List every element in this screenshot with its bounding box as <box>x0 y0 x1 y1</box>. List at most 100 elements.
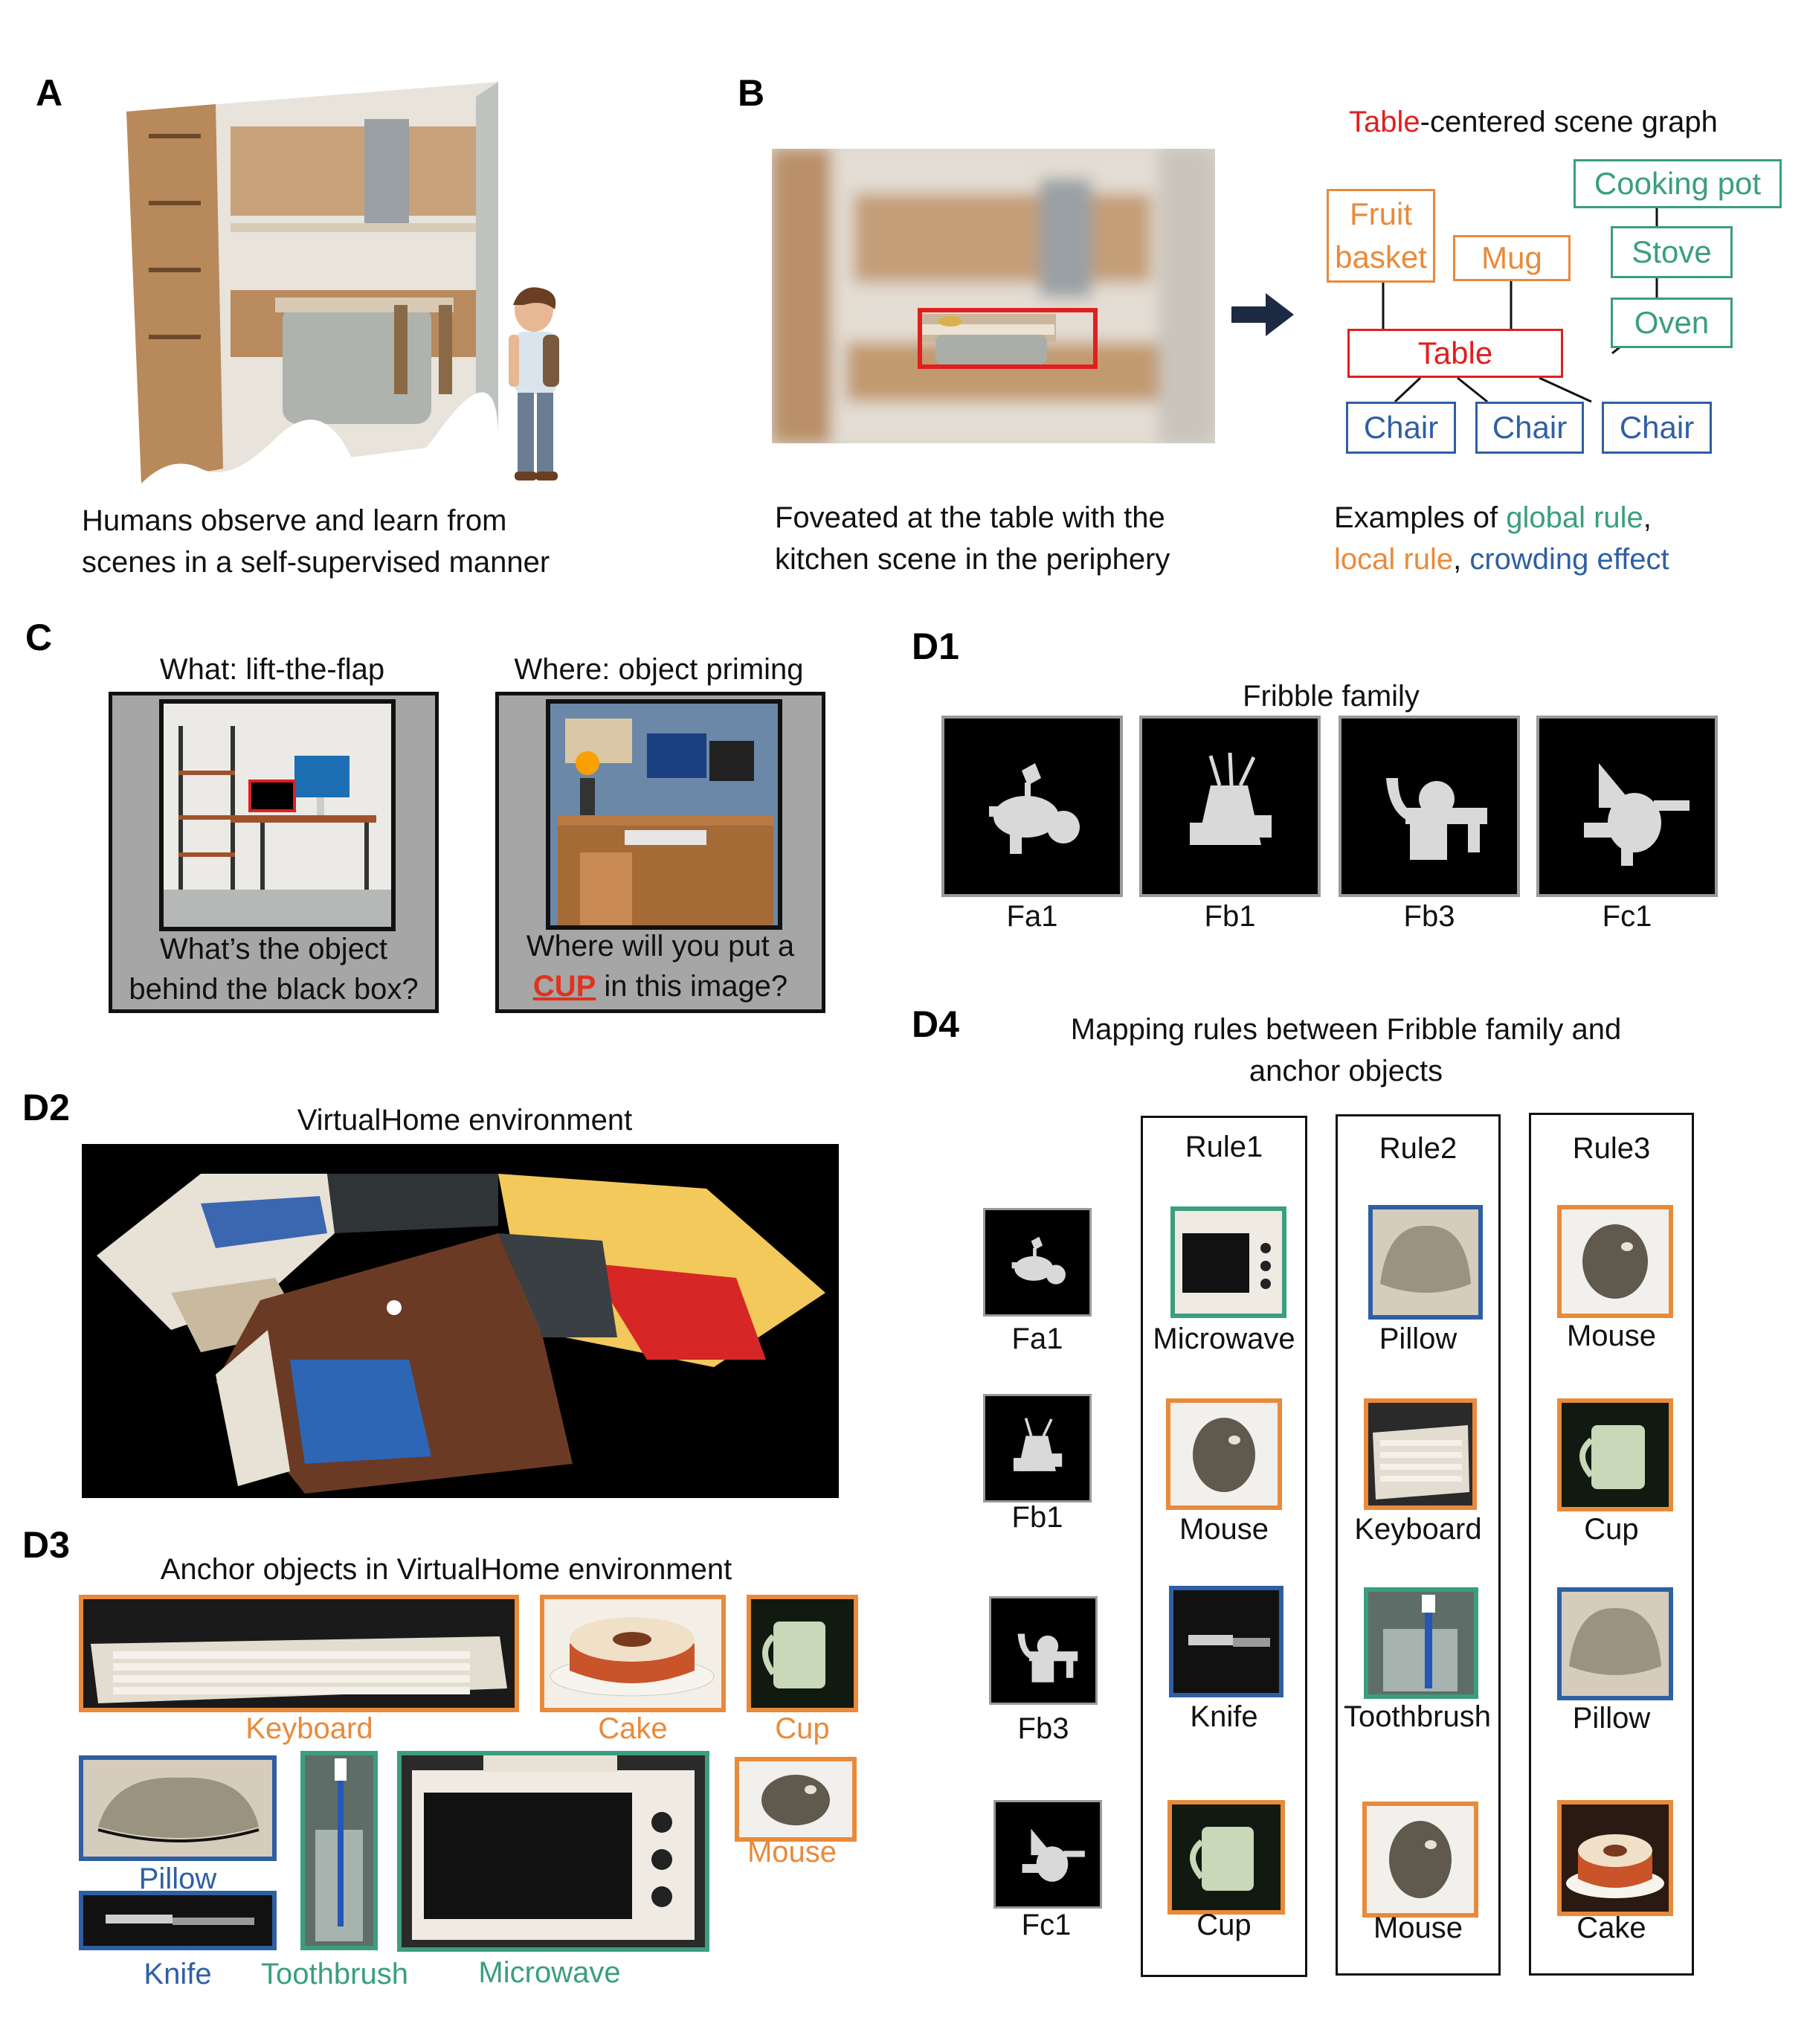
where-question-rest: in this image? <box>596 970 788 1003</box>
d2-title: VirtualHome environment <box>297 1104 633 1137</box>
d4-fribble-fb3 <box>989 1596 1098 1705</box>
fribble-fa1-image <box>941 716 1123 897</box>
kitchen-scene-photo <box>126 82 498 483</box>
what-task-title: What: lift-the-flap <box>159 653 385 686</box>
foveation-highlight-box <box>918 308 1098 369</box>
anchor-cake-image <box>540 1595 726 1712</box>
rule2-column <box>1336 1114 1501 1976</box>
legend-global-rule: global rule <box>1506 501 1643 534</box>
desk-photo <box>159 699 396 931</box>
r3-label-mouse: Mouse <box>1566 1320 1657 1352</box>
legend-line2: local rule, crowding effect <box>1334 539 1669 580</box>
office-desk-photo <box>546 699 782 930</box>
r2-keyboard-image <box>1364 1398 1477 1510</box>
graph-title: Table-centered scene graph <box>1349 101 1718 143</box>
node-fruit-basket: Fruit basket <box>1327 189 1435 283</box>
r1-label-mouse: Mouse <box>1179 1513 1269 1546</box>
r3-label-cake: Cake <box>1576 1912 1646 1944</box>
d4-label-fa1: Fa1 <box>1011 1323 1063 1355</box>
d4-fribble-fb1 <box>983 1394 1092 1503</box>
anchor-label-cup: Cup <box>775 1712 830 1745</box>
right-arrow-icon <box>1231 293 1294 336</box>
anchor-label-microwave: Microwave <box>478 1956 621 1989</box>
panel-label-d4: D4 <box>912 1003 959 1045</box>
rule1-title: Rule1 <box>1185 1131 1263 1163</box>
legend-prefix: Examples of <box>1334 501 1507 534</box>
d4-label-fb3: Fb3 <box>1017 1712 1069 1745</box>
legend-crowding-effect: crowding effect <box>1469 543 1669 576</box>
d4-title-line1: Mapping rules between Fribble family and <box>1070 1013 1622 1046</box>
panel-b-caption-line1: Foveated at the table with the <box>775 501 1165 534</box>
panel-label-d3: D3 <box>22 1524 70 1566</box>
fribble-fc1-image <box>1536 716 1718 897</box>
what-question-line2: behind the black box? <box>129 973 419 1006</box>
what-question-line1: What’s the object <box>159 933 388 965</box>
fribble-fb3-image <box>1339 716 1520 897</box>
r2-mouse-image <box>1362 1802 1478 1918</box>
d1-label-fb1: Fb1 <box>1204 900 1256 933</box>
d1-title: Fribble family <box>1243 680 1420 713</box>
anchor-keyboard-image <box>79 1595 519 1712</box>
anchor-mouse-image <box>735 1757 857 1842</box>
legend-local-rule: local rule <box>1334 543 1454 576</box>
anchor-knife-image <box>79 1891 277 1950</box>
r2-toothbrush-image <box>1364 1587 1478 1699</box>
node-chair-1: Chair <box>1346 402 1456 454</box>
r2-label-pillow: Pillow <box>1379 1323 1457 1355</box>
anchor-toothbrush-image <box>300 1751 378 1950</box>
panel-a-caption-line1: Humans observe and learn from <box>82 504 507 537</box>
anchor-pillow-image <box>79 1755 277 1861</box>
legend-comma-2: , <box>1453 543 1470 576</box>
anchor-label-mouse: Mouse <box>747 1836 837 1868</box>
anchor-label-knife: Knife <box>144 1958 212 1990</box>
panel-label-a: A <box>36 72 63 114</box>
rule3-title: Rule3 <box>1572 1132 1651 1165</box>
r1-cup-image <box>1167 1800 1285 1915</box>
panel-b-caption-line2: kitchen scene in the periphery <box>775 543 1170 576</box>
r1-label-microwave: Microwave <box>1153 1323 1295 1355</box>
r3-label-pillow: Pillow <box>1572 1702 1651 1735</box>
panel-a-caption-line2: scenes in a self-supervised manner <box>82 546 550 579</box>
r3-label-cup: Cup <box>1584 1513 1639 1546</box>
r3-cup-image <box>1557 1398 1673 1511</box>
r2-label-keyboard: Keyboard <box>1354 1513 1482 1546</box>
cartoon-person-illustration <box>491 283 580 483</box>
cup-keyword: CUP <box>532 970 596 1003</box>
r2-pillow-image <box>1368 1205 1483 1320</box>
r2-label-toothbrush: Toothbrush <box>1344 1700 1491 1733</box>
r3-cake-image <box>1557 1800 1673 1916</box>
r1-knife-image <box>1169 1586 1283 1697</box>
r1-label-cup: Cup <box>1196 1909 1252 1941</box>
node-chair-2: Chair <box>1475 402 1584 454</box>
legend-line1: Examples of global rule, <box>1334 497 1652 539</box>
r1-label-knife: Knife <box>1190 1700 1258 1733</box>
where-question-line1: Where will you put a <box>526 930 795 962</box>
panel-label-d2: D2 <box>22 1087 70 1128</box>
anchor-cup-image <box>747 1595 858 1712</box>
r1-microwave-image <box>1170 1206 1286 1318</box>
d4-title-line2: anchor objects <box>1249 1055 1443 1087</box>
d4-fribble-fc1 <box>993 1800 1102 1909</box>
where-task-title: Where: object priming <box>514 653 804 686</box>
node-oven: Oven <box>1611 298 1733 348</box>
node-table: Table <box>1347 329 1563 378</box>
d4-label-fb1: Fb1 <box>1011 1501 1063 1534</box>
rule2-title: Rule2 <box>1379 1132 1457 1165</box>
graph-title-rest: -centered scene graph <box>1420 106 1718 138</box>
node-chair-3: Chair <box>1602 402 1712 454</box>
graph-title-highlight: Table <box>1349 106 1420 138</box>
r3-mouse-image <box>1557 1205 1673 1318</box>
d4-fribble-fa1 <box>983 1208 1092 1317</box>
fribble-fb1-image <box>1139 716 1321 897</box>
anchor-label-toothbrush: Toothbrush <box>261 1958 408 1990</box>
panel-label-b: B <box>738 72 765 114</box>
r2-label-mouse: Mouse <box>1373 1912 1463 1944</box>
black-flap-box <box>248 780 296 812</box>
d3-title: Anchor objects in VirtualHome environmen… <box>160 1553 732 1586</box>
node-stove: Stove <box>1611 226 1733 278</box>
node-cooking-pot: Cooking pot <box>1574 159 1782 208</box>
d1-label-fa1: Fa1 <box>1006 900 1058 933</box>
panel-label-c: C <box>25 617 53 658</box>
where-question-line2: CUP in this image? <box>495 965 825 1007</box>
foveated-kitchen-photo <box>772 149 1215 443</box>
